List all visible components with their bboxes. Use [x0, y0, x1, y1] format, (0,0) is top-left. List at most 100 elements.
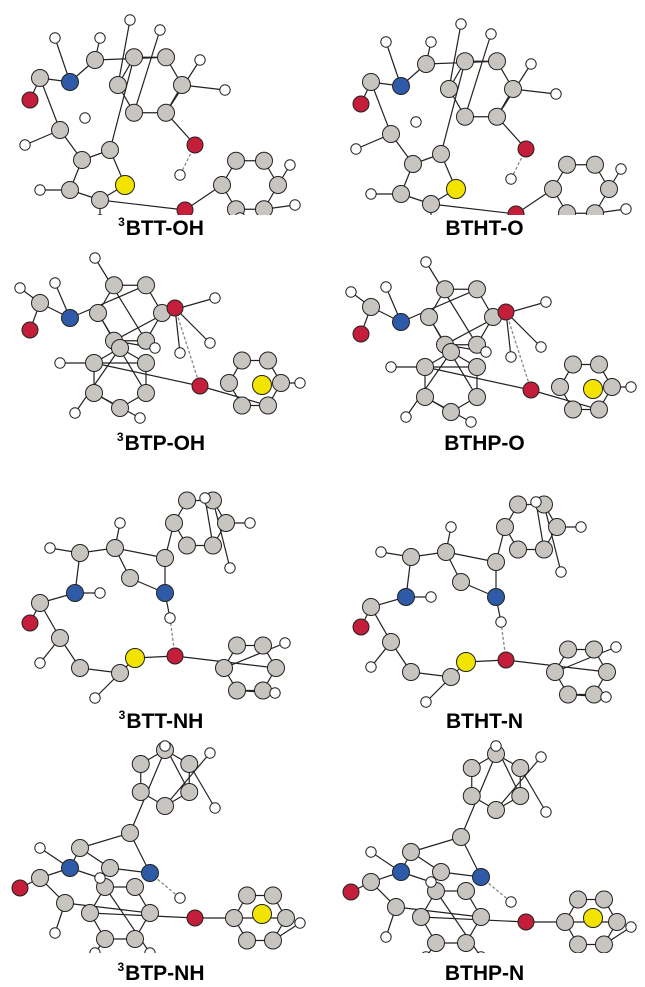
hydrogen-atom [34, 657, 46, 669]
bond [425, 261, 478, 346]
nitrogen-atom [472, 868, 490, 886]
hydrogen-atom [625, 921, 637, 933]
carbon-atom [131, 783, 150, 801]
carbon-atom [456, 107, 474, 126]
hydrogen-atom [505, 896, 517, 908]
carbon-atom [51, 121, 69, 139]
nitrogen-atom [66, 584, 84, 602]
oxygen-atom [342, 883, 360, 901]
hydrogen-atom [490, 740, 502, 752]
hydrogen-atom [540, 296, 552, 308]
carbon-atom [487, 553, 505, 571]
hydrogen-atom [375, 546, 387, 558]
bond [199, 385, 269, 407]
panel-bthp-n: BTHP-N [323, 738, 645, 985]
carbon-atom [558, 204, 576, 215]
oxygen-atom [186, 136, 204, 154]
hydrogen-atom [89, 692, 101, 704]
oxygen-atom [166, 299, 184, 317]
caption-btp-nh: 3BTP-NH [117, 960, 205, 985]
hydrogen-atom [505, 351, 517, 363]
oxygen-atom [191, 377, 209, 395]
carbon-atom [204, 536, 222, 555]
hydrogen-atom [69, 407, 81, 419]
carbon-atom [546, 663, 564, 681]
carbon-atom [254, 681, 272, 700]
hydrogen-atom [34, 842, 46, 854]
carbon-atom [178, 536, 196, 555]
hydrogen-atom [94, 32, 106, 44]
hydrogen-atom [600, 691, 612, 703]
carbon-atom [488, 107, 506, 126]
carbon-atom [225, 909, 243, 927]
carbon-atom [121, 824, 139, 842]
carbon-atom [462, 787, 481, 805]
carbon-atom [71, 544, 89, 562]
nitrogen-atom [61, 73, 79, 91]
oxygen-atom [186, 909, 204, 927]
hydrogen-atom [44, 542, 56, 554]
hydrogen-atom [385, 361, 397, 373]
hydrogen-atom [279, 637, 291, 649]
hydrogen-atom [425, 36, 437, 48]
carbon-atom [564, 400, 582, 419]
carbon-atom [442, 668, 460, 686]
bond [64, 902, 151, 914]
hydrogen-atom [79, 112, 91, 124]
nitrogen-atom [61, 859, 79, 877]
hydrogen-atom [244, 517, 256, 529]
hydrogen-atom [445, 521, 457, 533]
carbon-atom [585, 685, 603, 704]
carbon-atom [255, 151, 273, 170]
carbon-atom [548, 518, 566, 536]
carbon-atom [51, 629, 69, 647]
carbon-atom [96, 929, 114, 948]
carbon-atom [238, 886, 256, 905]
hydrogen-atom [14, 282, 26, 294]
carbon-atom [440, 80, 458, 98]
carbon-atom [559, 685, 577, 704]
sulfur-atom [252, 904, 272, 924]
molecule-btht-o [350, 18, 632, 215]
carbon-atom [31, 594, 49, 612]
carbon-atom [569, 935, 587, 953]
panel-btt-nh: 3BTT-NH [0, 478, 322, 733]
hydrogen-atom [94, 872, 106, 884]
carbon-atom [595, 935, 613, 953]
hydrogen-atom [154, 24, 166, 36]
carbon-atom [126, 929, 144, 948]
hydrogen-atom [505, 173, 517, 185]
carbon-atom [362, 73, 380, 91]
hydrogen-atom [425, 591, 437, 603]
bond [530, 389, 600, 411]
hydrogen-atom [224, 562, 236, 574]
panel-bthp-o: BTHP-O [323, 248, 645, 494]
carbon-atom [387, 898, 405, 916]
carbon-atom [362, 298, 380, 316]
carbon-atom [101, 859, 119, 877]
oxygen-atom [507, 205, 525, 215]
carbon-atom [472, 908, 490, 926]
hydrogen-atom [610, 641, 622, 653]
oxygen-atom [352, 618, 370, 636]
hydrogen-atom [485, 28, 497, 40]
carbon-atom [603, 378, 621, 396]
hydrogen-bond [174, 307, 201, 387]
nitrogen-atom [487, 588, 505, 606]
hydrogen-atom [174, 169, 186, 181]
hydrogen-atom [455, 18, 467, 30]
sulfur-atom [456, 652, 476, 672]
hydrogen-atom [465, 416, 477, 428]
hydrogen-atom [94, 587, 106, 599]
carbon-atom [556, 913, 574, 931]
carbon-atom [259, 351, 277, 370]
carbon-atom [600, 180, 618, 198]
carbon-atom [31, 69, 49, 87]
atom-group [11, 740, 306, 953]
hydrogen-atom [615, 163, 627, 175]
hydrogen-atom [204, 337, 216, 349]
carbon-atom [412, 908, 430, 926]
carbon-atom [111, 399, 129, 417]
carbon-atom [254, 636, 272, 655]
